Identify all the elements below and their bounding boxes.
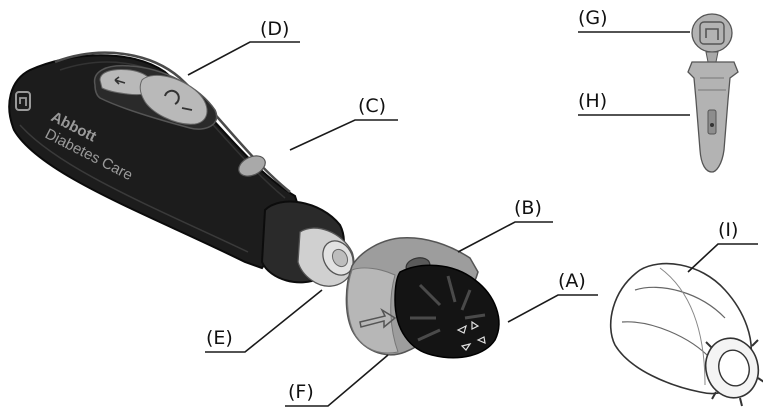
leader-line-c	[289, 119, 398, 151]
leader-line-e	[205, 289, 323, 353]
callout-label-d: (D)	[260, 18, 289, 40]
abbott-logo-icon	[15, 91, 31, 111]
lancet	[687, 13, 739, 173]
leader-line-i	[687, 243, 758, 273]
callout-label-f: (F)	[288, 381, 314, 403]
callout-label-b: (B)	[514, 197, 542, 219]
leader-line-b	[457, 221, 553, 253]
lancet-cap	[691, 13, 733, 53]
depth-tip	[394, 264, 500, 359]
arrow-icon	[114, 76, 126, 85]
callout-label-h: (H)	[578, 90, 607, 112]
callout-label-c: (C)	[358, 95, 386, 117]
callout-label-a: (A)	[558, 270, 586, 292]
callout-label-i: (I)	[718, 219, 738, 241]
lancet-holder	[260, 200, 355, 287]
leader-line-d	[187, 41, 300, 76]
callout-label-e: (E)	[206, 327, 233, 349]
clear-cap	[609, 262, 763, 407]
release-button	[93, 64, 218, 130]
device-body	[8, 51, 302, 270]
cock-arrow-icon	[164, 89, 180, 105]
leader-line-a	[507, 294, 598, 323]
side-button	[238, 155, 266, 177]
leader-line-f	[285, 354, 389, 407]
callout-label-g: (G)	[578, 7, 608, 29]
rotate-arrow-icon	[359, 307, 397, 329]
